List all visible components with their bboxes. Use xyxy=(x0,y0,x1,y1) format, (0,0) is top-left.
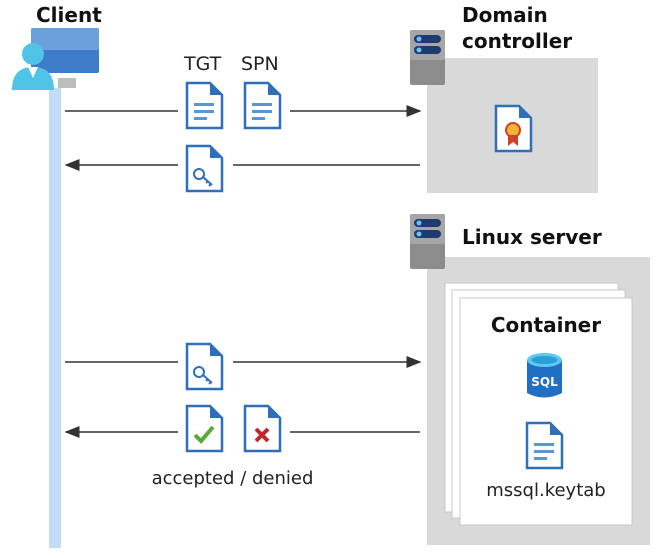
container-title: Container xyxy=(490,313,602,337)
key-document-icon xyxy=(185,342,224,391)
client-computer-icon xyxy=(31,28,99,88)
spn-label: SPN xyxy=(241,53,279,75)
check-document-icon xyxy=(185,404,224,453)
tgt-document-icon xyxy=(185,81,224,130)
svg-text:SQL: SQL xyxy=(531,375,558,389)
container-box xyxy=(459,297,633,526)
server-icon xyxy=(410,30,445,85)
domain-controller-title-1: Domain xyxy=(462,3,548,27)
linux-server-title: Linux server xyxy=(462,225,602,249)
user-icon xyxy=(12,43,54,90)
key-document-icon xyxy=(185,144,224,193)
client-title: Client xyxy=(36,3,102,27)
sql-database-icon: SQL xyxy=(527,353,562,398)
client-lifeline xyxy=(49,88,61,548)
spn-document-icon xyxy=(243,81,282,130)
tgt-label: TGT xyxy=(184,53,222,75)
result-label: accepted / denied xyxy=(151,468,314,489)
keytab-label: mssql.keytab xyxy=(486,480,606,501)
domain-controller-title-2: controller xyxy=(462,29,573,53)
server-icon xyxy=(410,214,445,269)
keytab-file-icon xyxy=(525,421,564,470)
certificate-icon xyxy=(494,104,533,153)
cross-document-icon xyxy=(243,404,282,453)
